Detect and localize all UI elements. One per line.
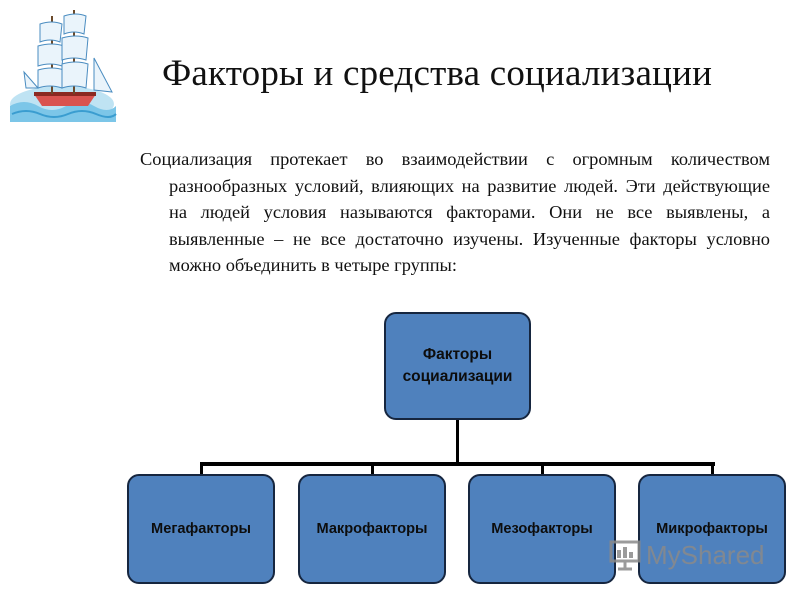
connector-horizontal [200,462,715,466]
intro-paragraph: Социализация протекает во взаимодействии… [140,149,770,275]
presentation-board-icon [609,540,641,571]
child-node-micro: Микрофакторы [638,474,786,584]
watermark-text: MyShared [646,539,765,570]
slide-title: Факторы и средства социализации [162,53,713,94]
child-node-macro: Макрофакторы [298,474,446,584]
connector-root-vertical [456,420,459,464]
child-node-meso: Мезофакторы [468,474,616,584]
connector-child-2 [371,462,374,475]
connector-child-4 [711,462,714,475]
sailing-ship-icon [10,10,117,122]
connector-child-1 [200,462,203,475]
watermark: MyShared [608,537,765,573]
root-node: Факторы социализации [384,312,531,420]
child-node-mega: Мегафакторы [127,474,275,584]
connector-child-3 [541,462,544,475]
